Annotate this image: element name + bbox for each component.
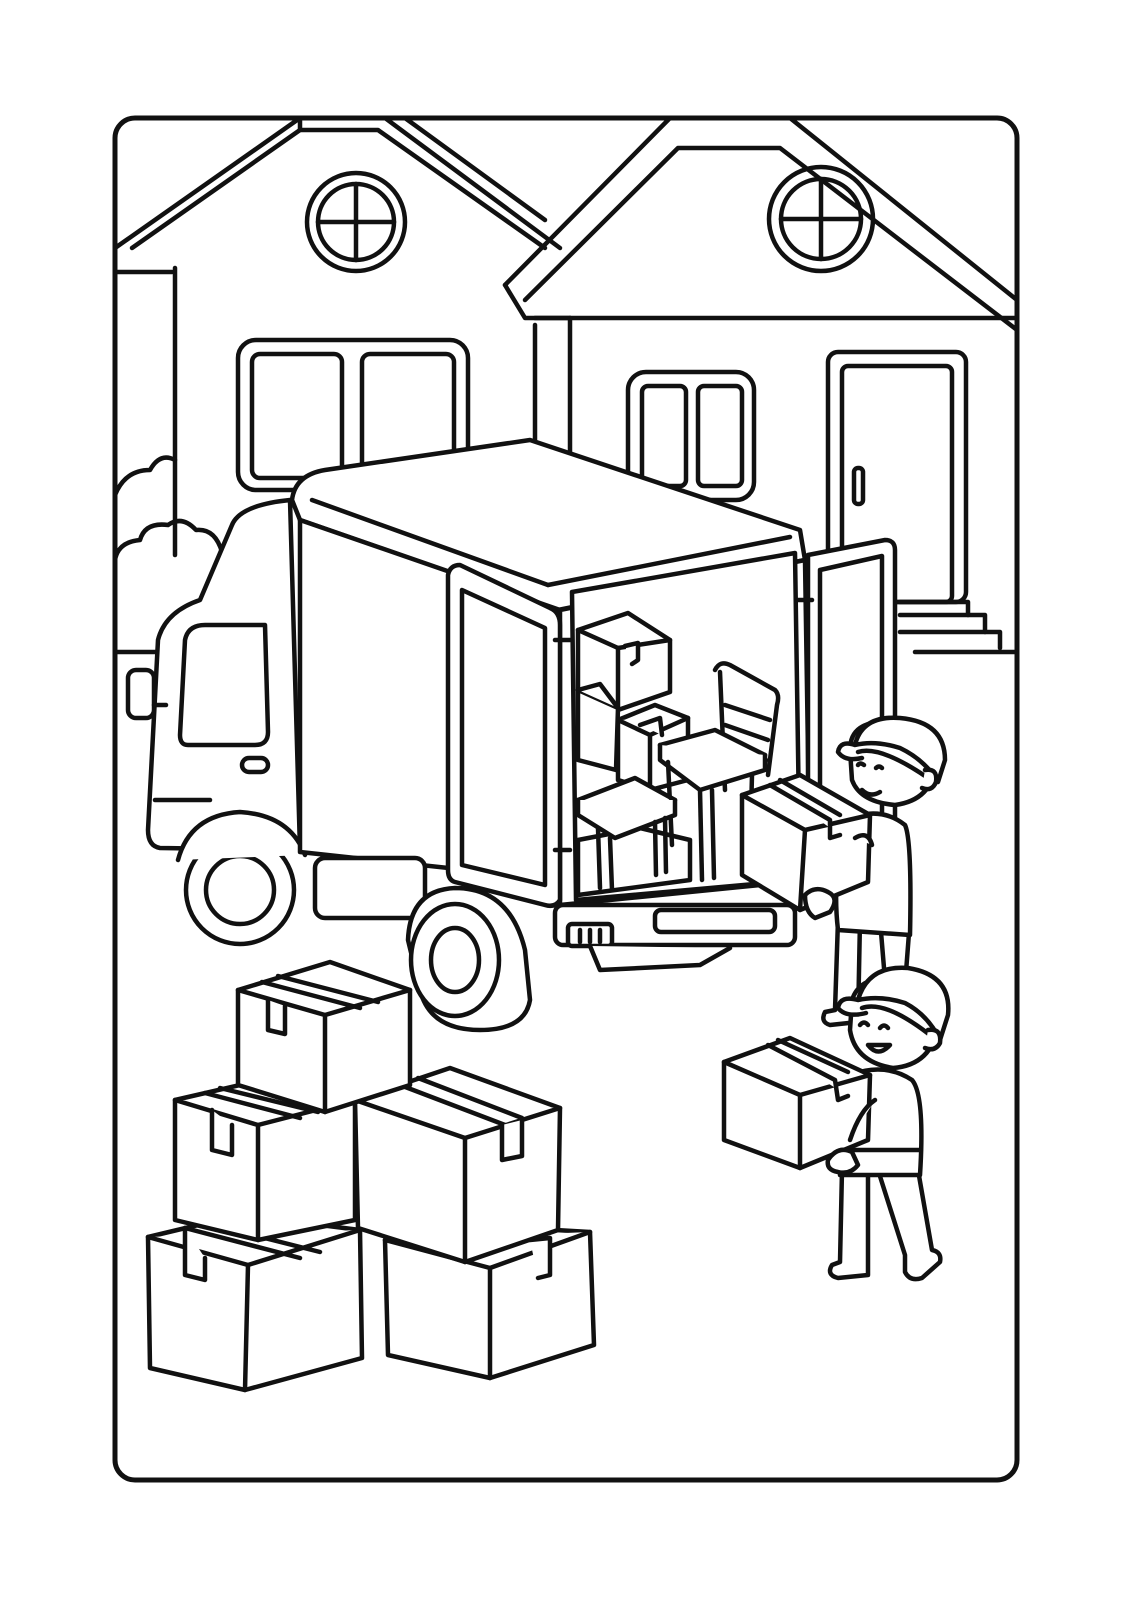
cargo-boxes bbox=[575, 610, 693, 898]
house-left bbox=[115, 118, 563, 558]
box-icon bbox=[382, 1222, 597, 1381]
truck-door-left bbox=[445, 562, 573, 909]
box-icon bbox=[352, 1065, 563, 1265]
bush-icon bbox=[115, 455, 235, 563]
person-icon bbox=[721, 965, 951, 1282]
box-icon bbox=[739, 772, 873, 913]
box-icon bbox=[235, 959, 413, 1115]
round-window-icon bbox=[304, 170, 408, 274]
person-icon bbox=[739, 715, 948, 1028]
chair-icon bbox=[575, 775, 678, 893]
round-window-icon bbox=[766, 164, 876, 274]
box-icon bbox=[721, 1035, 873, 1171]
page-frame bbox=[112, 115, 1020, 1483]
steps bbox=[897, 599, 1003, 651]
box-icon bbox=[575, 681, 621, 773]
ground-boxes bbox=[145, 959, 597, 1393]
